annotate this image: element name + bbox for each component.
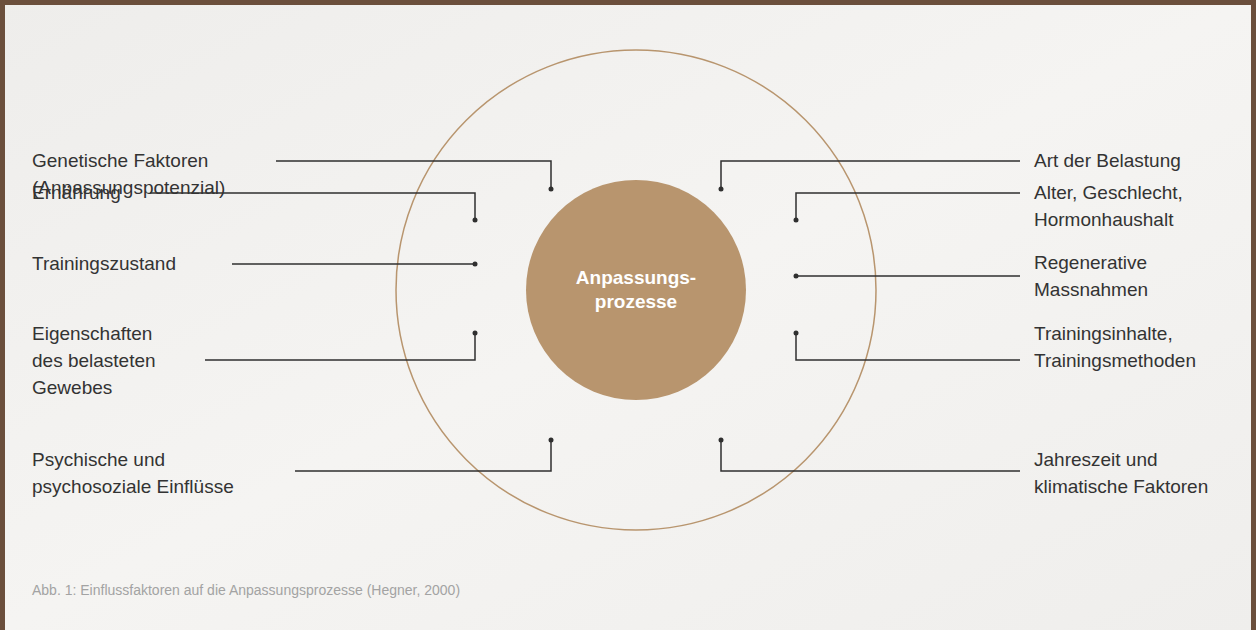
factor-label: Ernährung [32, 179, 247, 206]
factor-label: Jahreszeit und klimatische Faktoren [1034, 446, 1234, 500]
factor-label: Eigenschaften des belasteten Gewebes [32, 320, 182, 401]
factor-label: Art der Belastung [1034, 147, 1234, 174]
circle-shape [526, 180, 746, 400]
factor-label: Psychische und psychosoziale Einflüsse [32, 446, 252, 500]
factor-label: Trainingsinhalte, Trainingsmethoden [1034, 320, 1234, 374]
factor-label: Alter, Geschlecht, Hormonhaushalt [1034, 179, 1224, 233]
center-circle: Anpassungs- prozesse [526, 180, 746, 400]
factor-label: Trainingszustand [32, 250, 247, 277]
figure-caption: Abb. 1: Einflussfaktoren auf die Anpassu… [32, 581, 460, 599]
node-title: Anpassungs- prozesse [566, 266, 706, 314]
factor-label: Regenerative Massnahmen [1034, 249, 1224, 303]
